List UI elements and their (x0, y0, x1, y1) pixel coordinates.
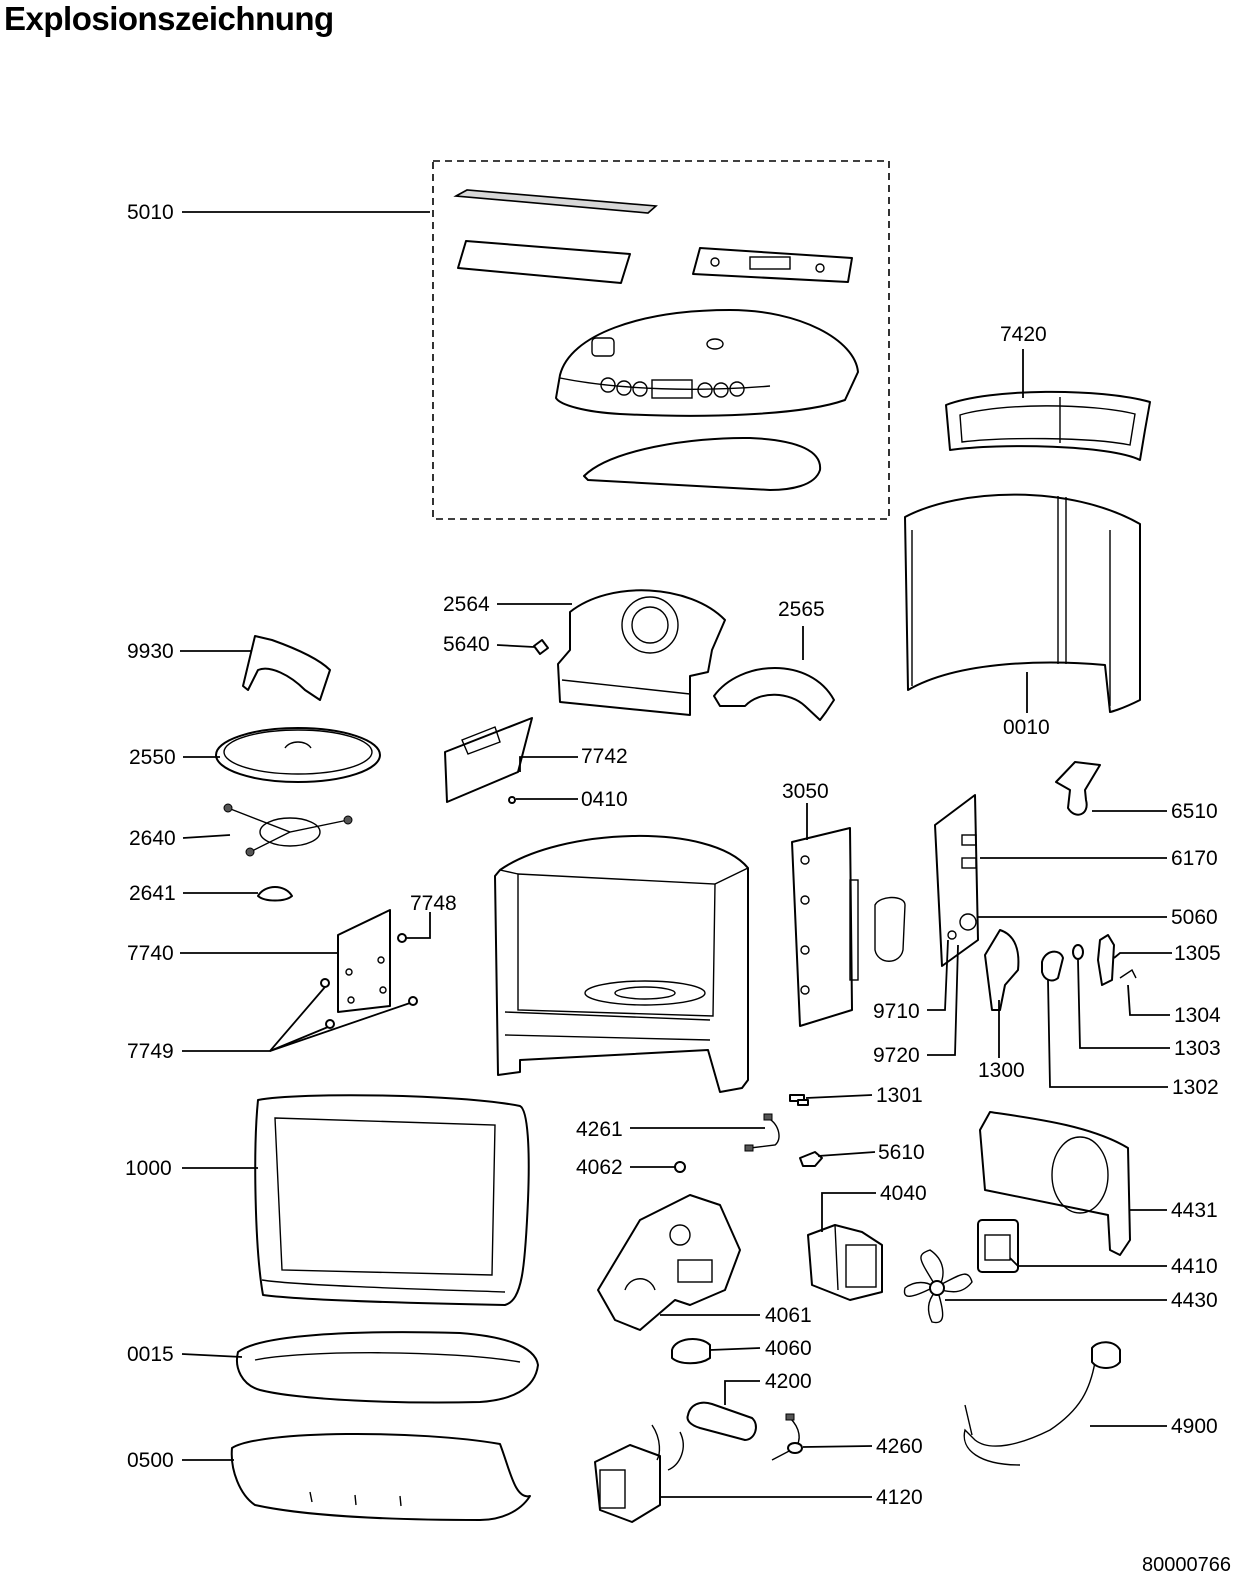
part-lower-cover (583, 436, 822, 491)
label-1303: 1303 (1174, 1037, 1221, 1060)
part-4900 (963, 1341, 1121, 1466)
label-4200: 4200 (765, 1370, 812, 1393)
part-display-panel (457, 240, 631, 284)
part-1303 (1072, 944, 1084, 960)
label-2565: 2565 (778, 598, 825, 621)
label-4061: 4061 (765, 1304, 812, 1327)
label-4410: 4410 (1171, 1255, 1218, 1278)
part-1000 (254, 1094, 530, 1306)
label-4430: 4430 (1171, 1289, 1218, 1312)
label-1302: 1302 (1172, 1076, 1219, 1099)
label-1300: 1300 (978, 1059, 1025, 1082)
label-5010: 5010 (127, 201, 174, 224)
label-0015: 0015 (127, 1343, 174, 1366)
part-4062 (674, 1161, 686, 1173)
part-0015 (236, 1331, 539, 1404)
part-top-trim (453, 189, 658, 214)
part-4200 (686, 1401, 757, 1441)
label-2564: 2564 (443, 593, 490, 616)
part-4120 (594, 1424, 684, 1523)
part-7740 (337, 909, 391, 1013)
part-oven-cavity (494, 834, 749, 1093)
part-5610 (799, 1151, 823, 1167)
part-1304 (1119, 968, 1137, 979)
label-6170: 6170 (1171, 847, 1218, 870)
label-4900: 4900 (1171, 1415, 1218, 1438)
part-1305 (1097, 934, 1115, 986)
part-5640 (533, 639, 549, 655)
document-number: 80000766 (1142, 1554, 1231, 1576)
label-7749: 7749 (127, 1040, 174, 1063)
label-9720: 9720 (873, 1044, 920, 1067)
part-7420 (945, 390, 1151, 461)
label-2641: 2641 (129, 882, 176, 905)
label-2640: 2640 (129, 827, 176, 850)
part-4040 (807, 1224, 883, 1301)
label-7420: 7420 (1000, 323, 1047, 346)
part-7748 (397, 933, 407, 943)
part-9930 (242, 635, 331, 701)
label-4260: 4260 (876, 1435, 923, 1458)
part-1302 (1041, 950, 1064, 982)
label-3050: 3050 (782, 780, 829, 803)
part-4261 (744, 1113, 780, 1152)
part-0500 (230, 1432, 531, 1521)
part-4431 (979, 1111, 1131, 1256)
part-4430 (903, 1249, 973, 1324)
part-control-board (692, 247, 853, 283)
part-4410 (977, 1219, 1019, 1273)
label-0010: 0010 (1003, 716, 1050, 739)
label-9710: 9710 (873, 1000, 920, 1023)
part-2641 (257, 886, 293, 902)
label-4040: 4040 (880, 1182, 927, 1205)
leader-lines (180, 211, 1172, 1498)
part-3050 (791, 827, 906, 1027)
label-2550: 2550 (129, 746, 176, 769)
label-4431: 4431 (1171, 1199, 1218, 1222)
label-7740: 7740 (127, 942, 174, 965)
part-9710 (934, 794, 979, 967)
label-4062: 4062 (576, 1156, 623, 1179)
label-5610: 5610 (878, 1141, 925, 1164)
label-0410: 0410 (581, 788, 628, 811)
label-4060: 4060 (765, 1337, 812, 1360)
group-5010-box (432, 160, 890, 520)
part-2564 (557, 589, 726, 716)
part-0010 (904, 493, 1141, 713)
label-1000: 1000 (125, 1157, 172, 1180)
label-1304: 1304 (1174, 1004, 1221, 1027)
label-6510: 6510 (1171, 800, 1218, 823)
part-7742 (444, 717, 533, 803)
label-1301: 1301 (876, 1084, 923, 1107)
label-7742: 7742 (581, 745, 628, 768)
part-2565 (713, 667, 835, 721)
part-2640 (223, 803, 353, 857)
part-2550 (215, 727, 381, 783)
label-5060: 5060 (1171, 906, 1218, 929)
label-5640: 5640 (443, 633, 490, 656)
label-0500: 0500 (127, 1449, 174, 1472)
part-1300 (984, 929, 1020, 1011)
label-4120: 4120 (876, 1486, 923, 1509)
part-0410 (508, 796, 516, 804)
label-1305: 1305 (1174, 942, 1221, 965)
part-4260 (771, 1413, 803, 1461)
part-4060 (671, 1338, 711, 1365)
label-9930: 9930 (127, 640, 174, 663)
label-4261: 4261 (576, 1118, 623, 1141)
label-7748: 7748 (410, 892, 457, 915)
part-top-housing (555, 309, 859, 417)
page-title: Explosionszeichnung (4, 0, 334, 37)
part-labels: 5010 7420 2564 2565 5640 9930 0010 2550 … (125, 201, 1221, 1509)
part-4061 (597, 1194, 741, 1331)
part-6510 (1055, 761, 1101, 816)
part-1301 (789, 1094, 809, 1106)
